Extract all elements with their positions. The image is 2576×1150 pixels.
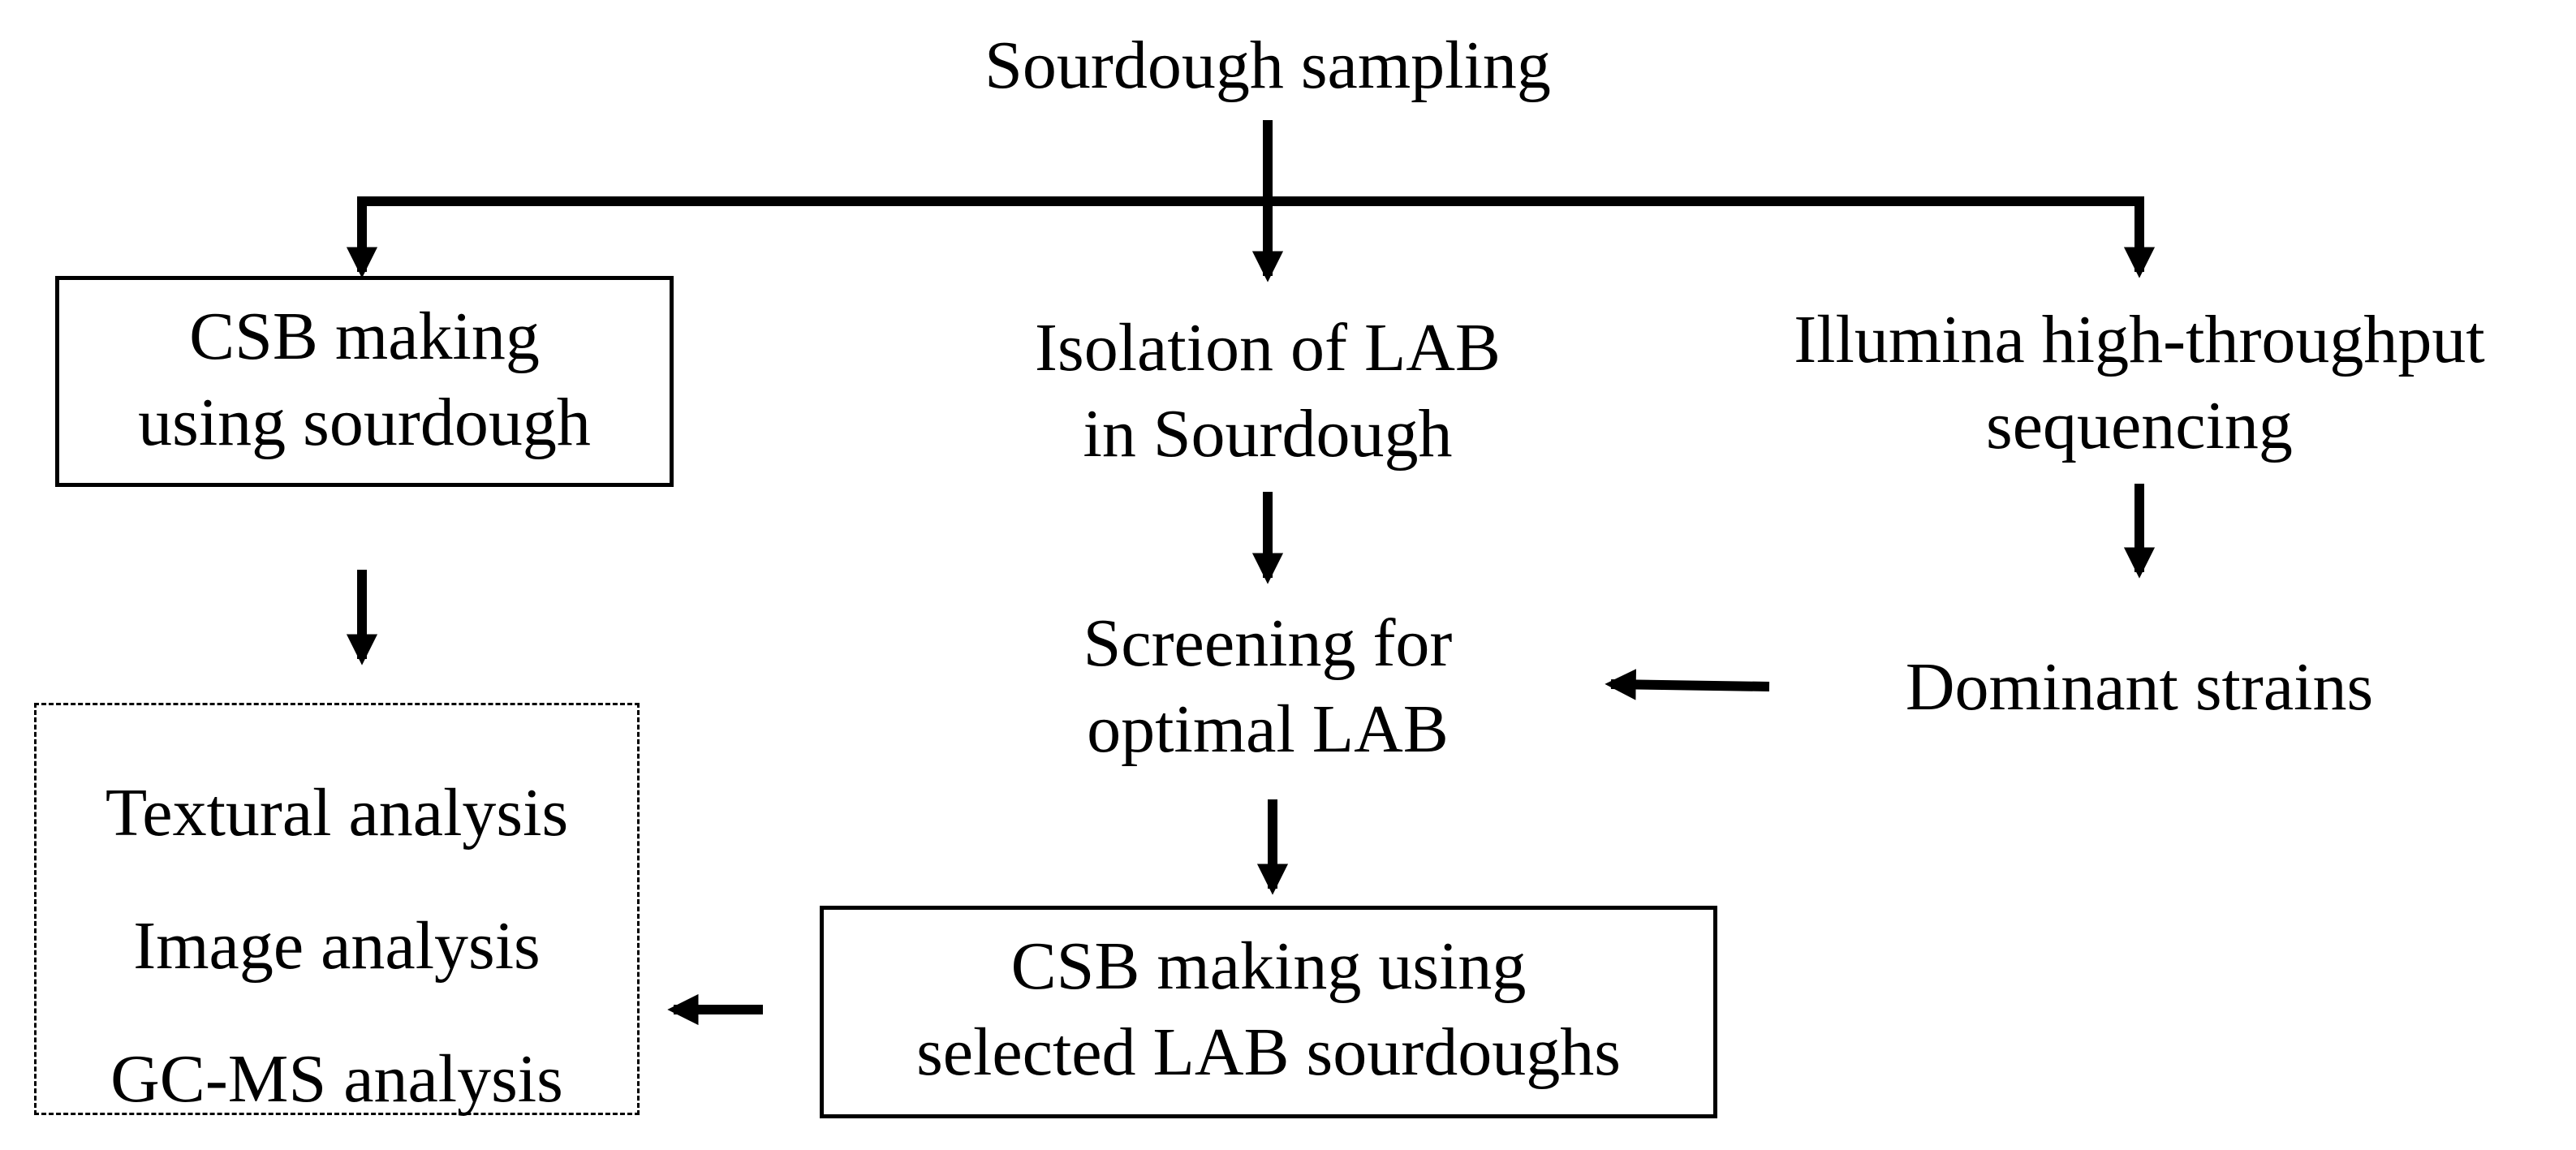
node-csb-selected-line-1: CSB making using (1010, 928, 1527, 1004)
node-dominant-text: Dominant strains (1905, 649, 2374, 725)
node-screening-line-1: Screening for (1083, 605, 1453, 681)
node-isolation-lab: Isolation of LAB in Sourdough (943, 305, 1592, 477)
node-dominant-strains: Dominant strains (1774, 644, 2505, 730)
node-illumina-sequencing: Illumina high-throughput sequencing (1693, 297, 2576, 469)
node-sourdough-sampling-text: Sourdough sampling (984, 28, 1551, 103)
node-analyses-box (34, 703, 640, 1115)
node-csb-selected: CSB making using selected LAB sourdoughs (820, 924, 1717, 1096)
node-csb-making-box (55, 276, 674, 487)
node-illumina-line-1: Illumina high-throughput (1794, 302, 2485, 377)
arrow-dominant-to-screening (1605, 669, 1770, 700)
node-csb-making-line-2: using sourdough (138, 385, 591, 460)
node-illumina-line-2: sequencing (1986, 388, 2293, 463)
node-csb-making: CSB making using sourdough (55, 294, 674, 466)
node-csb-selected-line-2: selected LAB sourdoughs (916, 1014, 1621, 1090)
analysis-gc-ms: GC-MS analysis (110, 1041, 563, 1117)
node-csb-selected-box (820, 906, 1717, 1118)
analysis-image: Image analysis (133, 908, 541, 984)
node-isolation-line-2: in Sourdough (1083, 396, 1453, 472)
node-screening-line-2: optimal LAB (1087, 691, 1449, 767)
node-csb-making-line-1: CSB making (189, 299, 540, 374)
node-analyses: Textural analysis Image analysis GC-MS a… (34, 747, 640, 1146)
node-screening-optimal-lab: Screening for optimal LAB (943, 601, 1592, 773)
node-sourdough-sampling: Sourdough sampling (862, 23, 1674, 109)
node-isolation-line-1: Isolation of LAB (1035, 310, 1501, 385)
analysis-textural: Textural analysis (105, 775, 569, 851)
